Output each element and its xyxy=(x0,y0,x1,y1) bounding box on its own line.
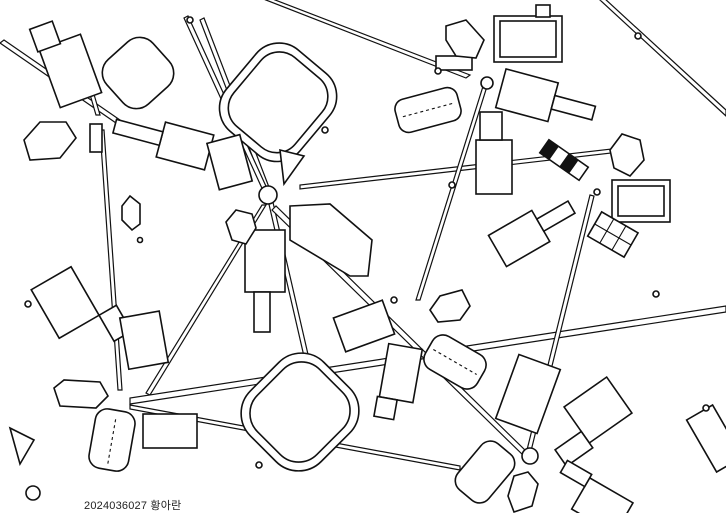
plug-stem xyxy=(89,123,103,153)
plug-box xyxy=(562,375,634,445)
dot xyxy=(593,188,601,196)
plug-box-inner xyxy=(617,185,665,217)
crystal xyxy=(225,209,257,245)
capsule-frame xyxy=(218,42,338,163)
crystal xyxy=(445,19,485,59)
plug-box xyxy=(570,476,635,513)
dot xyxy=(390,296,398,304)
crystal xyxy=(429,289,471,323)
dot xyxy=(434,67,442,75)
plug-boxes xyxy=(28,4,726,513)
plug-box xyxy=(475,139,513,195)
dot xyxy=(255,461,263,469)
dot xyxy=(321,126,329,134)
hub-ring xyxy=(258,185,278,205)
dot xyxy=(634,32,642,40)
capsule-pill xyxy=(101,36,175,110)
plug-box xyxy=(494,67,560,123)
dot xyxy=(652,290,660,298)
plug-stem xyxy=(550,94,597,121)
plug-stem xyxy=(253,291,271,333)
dot xyxy=(448,181,456,189)
plug-box xyxy=(30,265,101,340)
plug-stem xyxy=(373,395,399,421)
crystal xyxy=(507,471,539,513)
crystal xyxy=(609,133,645,177)
plug-box xyxy=(685,403,726,474)
dot xyxy=(702,404,710,412)
hubs xyxy=(24,16,710,501)
plug-box xyxy=(332,299,396,353)
plug-stem xyxy=(559,459,593,488)
dot xyxy=(136,236,144,244)
author-signature: 2024036027 황아란 xyxy=(84,500,182,512)
capsule-frame-inner xyxy=(227,51,329,154)
crystal xyxy=(8,426,36,467)
plug-stem xyxy=(28,20,62,53)
plug-box xyxy=(493,15,563,63)
plug-box xyxy=(142,413,198,449)
plug-box-inner xyxy=(499,20,557,58)
crystal xyxy=(279,148,306,187)
plug-stem xyxy=(553,430,594,468)
crystal xyxy=(121,194,141,232)
hub-ring xyxy=(521,447,539,465)
plug-stem xyxy=(435,55,473,71)
hub-ring xyxy=(25,485,41,501)
crystal xyxy=(23,121,77,161)
crystal xyxy=(289,203,373,277)
plug-stem xyxy=(535,4,551,18)
capsule-pill xyxy=(454,440,516,504)
plug-stem xyxy=(479,111,503,141)
crystal xyxy=(53,379,109,409)
connectors xyxy=(538,138,640,259)
plug-box xyxy=(494,353,562,435)
plug-box xyxy=(244,229,286,293)
dot xyxy=(186,16,194,24)
plug-box xyxy=(378,342,424,404)
hub-ring xyxy=(480,76,494,90)
rod xyxy=(264,0,472,79)
plug-box xyxy=(205,133,254,191)
plug-stem xyxy=(535,199,577,233)
rod xyxy=(599,0,726,117)
capsule-frame-inner xyxy=(249,361,351,463)
plug-box xyxy=(118,310,170,371)
capsule-frames xyxy=(88,36,516,504)
plug-box xyxy=(611,179,671,223)
rod xyxy=(99,129,123,391)
crystals xyxy=(8,19,645,513)
dot xyxy=(24,300,32,308)
plug-box xyxy=(155,121,215,171)
plug-stem xyxy=(111,118,164,147)
